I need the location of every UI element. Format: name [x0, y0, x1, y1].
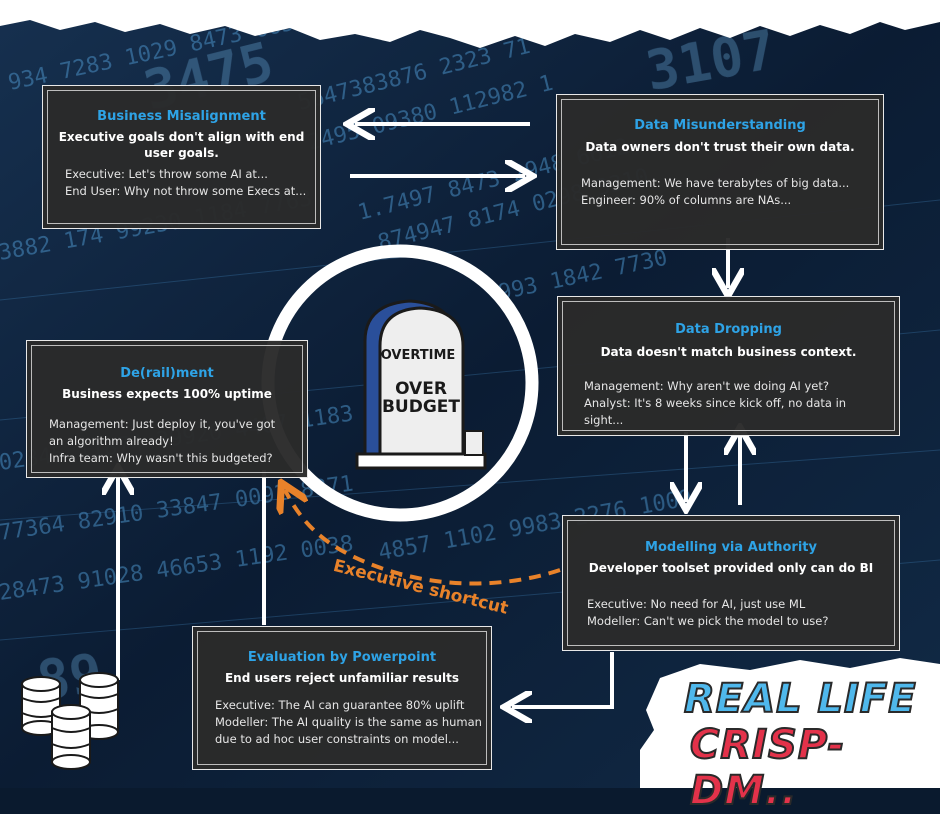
headline-background-patch: [640, 658, 940, 788]
box-title: Data Dropping: [675, 322, 782, 337]
box-line: Modeller: Can't we pick the model to use…: [587, 614, 829, 628]
box-subtitle: Business expects 100% uptime: [62, 387, 272, 401]
database-icon: [21, 672, 119, 770]
box-subtitle: Data owners don't trust their own data.: [585, 140, 855, 154]
box-line: End User: Why not throw some Execs at...: [65, 184, 307, 198]
data-misunderstanding-box: Data Misunderstanding Data owners don't …: [556, 94, 884, 250]
executive-shortcut-arrow: [285, 490, 561, 586]
box-title: Modelling via Authority: [645, 540, 817, 555]
flow-arrows: [0, 0, 940, 788]
box-line: Management: Just deploy it, you've got a…: [49, 417, 276, 448]
box-subtitle: Executive goals don't align with end use…: [58, 130, 305, 160]
evaluation-by-powerpoint-box: Evaluation by Powerpoint End users rejec…: [192, 626, 492, 770]
box-inner-border: [47, 90, 316, 224]
box-line: Modeller: The AI quality is the same as …: [215, 715, 482, 746]
box-line: Executive: No need for AI, just use ML: [587, 597, 806, 611]
tombstone-icon: OVERTIME OVER BUDGET: [355, 299, 487, 470]
box-title: Business Misalignment: [97, 109, 266, 124]
data-dropping-box: Data Dropping Data doesn't match busines…: [557, 296, 900, 436]
box-title: Data Misunderstanding: [634, 118, 806, 133]
box-inner-border: [31, 345, 303, 473]
box-inner-border: [562, 301, 895, 431]
headline-real-life: REAL LIFE: [683, 675, 917, 723]
derailment-box: De(rail)ment Business expects 100% uptim…: [26, 340, 308, 478]
box-inner-border: [561, 99, 879, 245]
arrow-to-evaluation: [512, 652, 614, 707]
box-line: Management: We have terabytes of big dat…: [581, 176, 850, 190]
box-title: Evaluation by Powerpoint: [247, 650, 437, 665]
box-subtitle: Data doesn't match business context.: [600, 345, 857, 359]
headline-crisp-dm: CRISP-DM..: [689, 721, 846, 814]
modelling-via-authority-box: Modelling via Authority Developer toolse…: [562, 515, 900, 651]
tombstone-text-overtime: OVERTIME: [381, 348, 456, 363]
box-line: Engineer: 90% of columns are NAs...: [581, 193, 792, 207]
box-line: Management: Why aren't we doing AI yet?: [584, 379, 829, 393]
box-subtitle: Developer toolset provided only can do B…: [588, 561, 874, 575]
tombstone-text-over: OVER: [395, 379, 447, 399]
box-inner-border: [567, 520, 895, 646]
box-line: Executive: Let's throw some AI at...: [65, 167, 268, 181]
box-inner-border: [197, 631, 487, 765]
box-subtitle: End users reject unfamiliar results: [224, 671, 460, 685]
box-line: Analyst: It's 8 weeks since kick off, no…: [584, 396, 847, 427]
box-title: De(rail)ment: [120, 366, 214, 381]
business-misalignment-box: Business Misalignment Executive goals do…: [42, 85, 321, 229]
tombstone-text-budget: BUDGET: [382, 397, 460, 417]
box-line: Executive: The AI can guarantee 80% upli…: [215, 698, 465, 712]
box-line: Infra team: Why wasn't this budgeted?: [49, 451, 273, 465]
